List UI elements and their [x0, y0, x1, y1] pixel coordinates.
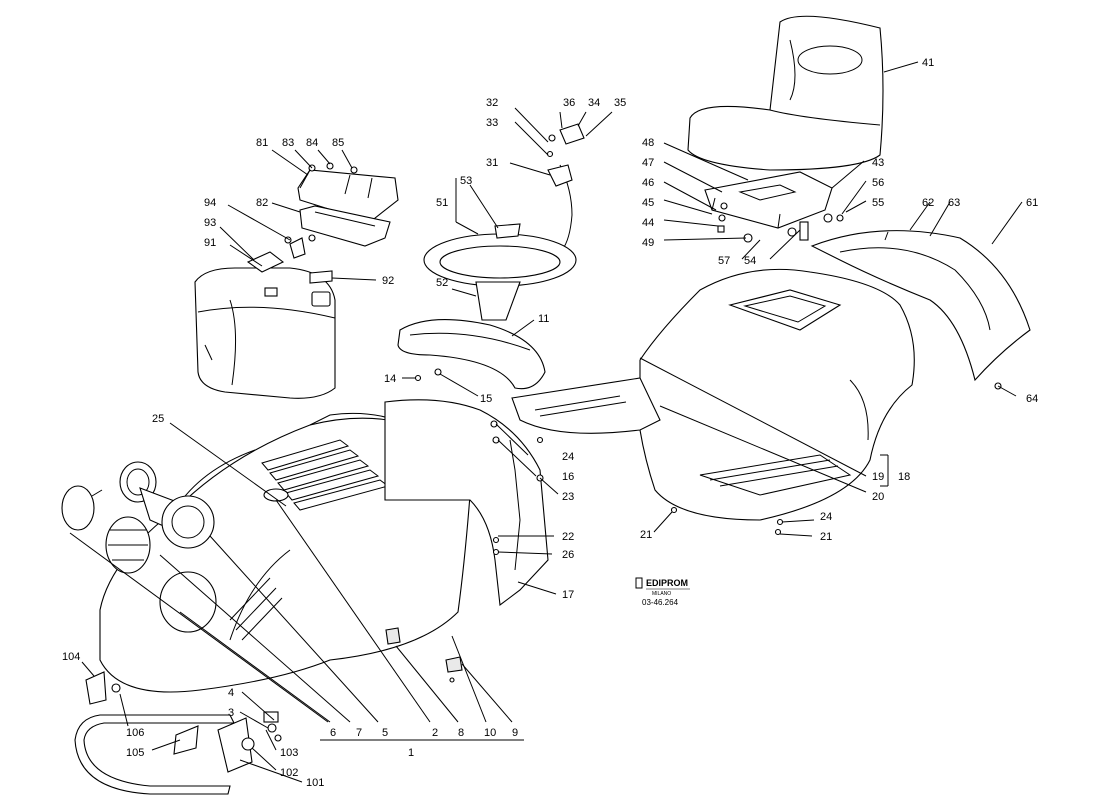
label-61: 61	[1026, 197, 1038, 209]
label-56: 56	[872, 177, 884, 189]
label-23: 23	[562, 491, 574, 503]
label-17: 17	[562, 589, 574, 601]
label-35: 35	[614, 97, 626, 109]
seat-hardware	[717, 202, 844, 243]
label-104: 104	[62, 651, 80, 663]
label-10: 10	[484, 727, 496, 739]
label-5: 5	[382, 727, 388, 739]
label-3: 3	[228, 707, 234, 719]
stamp-brand: EDIPROM	[646, 578, 688, 588]
label-32: 32	[486, 97, 498, 109]
label-106: 106	[126, 727, 144, 739]
label-55: 55	[872, 197, 884, 209]
stamp-sub: MILANO	[652, 591, 671, 597]
steering-column	[546, 123, 585, 251]
label-105: 105	[126, 747, 144, 759]
label-83: 83	[282, 137, 294, 149]
fuel-tank	[194, 267, 336, 399]
part-labels: 41 32 36 34 35 33 31 81 83 84 85 82 94 9…	[62, 57, 1038, 789]
label-93: 93	[204, 217, 216, 229]
leader-lines	[69, 61, 1023, 783]
steering-wheel	[423, 223, 577, 321]
label-92: 92	[382, 275, 394, 287]
label-11: 11	[538, 313, 549, 325]
headlight-center	[105, 516, 151, 574]
label-25: 25	[152, 413, 164, 425]
label-14: 14	[384, 373, 396, 385]
label-82: 82	[256, 197, 268, 209]
label-52: 52	[436, 277, 448, 289]
label-51: 51	[436, 197, 448, 209]
label-41: 41	[922, 57, 934, 69]
label-47: 47	[642, 157, 654, 169]
label-57: 57	[718, 255, 730, 267]
publisher-stamp: EDIPROM MILANO 03-46.264	[635, 577, 690, 607]
label-45: 45	[642, 197, 654, 209]
rear-fender	[810, 230, 1031, 382]
label-54: 54	[744, 255, 756, 267]
label-94: 94	[204, 197, 216, 209]
label-48: 48	[642, 137, 654, 149]
label-46: 46	[642, 177, 654, 189]
label-19: 19	[872, 471, 884, 483]
label-1: 1	[408, 747, 414, 759]
label-31: 31	[486, 157, 498, 169]
headlight-left	[61, 485, 103, 531]
label-34: 34	[588, 97, 600, 109]
dashboard-panel	[297, 169, 399, 247]
label-81: 81	[256, 137, 268, 149]
label-33: 33	[486, 117, 498, 129]
headlight-duct	[139, 487, 215, 549]
label-103: 103	[280, 747, 298, 759]
label-102: 102	[280, 767, 298, 779]
label-62: 62	[922, 197, 934, 209]
stamp-code: 03-46.264	[642, 598, 679, 607]
footboard	[511, 377, 661, 434]
label-21b: 21	[820, 531, 832, 543]
bracket-93	[246, 237, 306, 273]
side-panel	[384, 399, 549, 607]
label-4: 4	[228, 687, 234, 699]
label-15: 15	[480, 393, 492, 405]
label-43: 43	[872, 157, 884, 169]
label-36: 36	[563, 97, 575, 109]
label-8: 8	[458, 727, 464, 739]
seat	[687, 15, 884, 171]
label-16: 16	[562, 471, 574, 483]
label-101: 101	[306, 777, 324, 789]
label-6: 6	[330, 727, 336, 739]
front-bumper	[74, 671, 282, 795]
hood-grille	[261, 439, 390, 511]
label-85: 85	[332, 137, 344, 149]
label-18: 18	[898, 471, 910, 483]
label-24b: 24	[820, 511, 832, 523]
label-26: 26	[562, 549, 574, 561]
label-21a: 21	[640, 529, 652, 541]
hood-cap	[263, 488, 289, 502]
label-9: 9	[512, 727, 518, 739]
label-2: 2	[432, 727, 438, 739]
label-20: 20	[872, 491, 884, 503]
label-22: 22	[562, 531, 574, 543]
label-63: 63	[948, 197, 960, 209]
label-7: 7	[356, 727, 362, 739]
label-91: 91	[204, 237, 216, 249]
tank-cap	[309, 270, 333, 284]
headlight-opening	[159, 571, 217, 633]
label-44: 44	[642, 217, 654, 229]
label-49: 49	[642, 237, 654, 249]
main-body	[639, 268, 915, 521]
steering-cover	[397, 319, 546, 390]
label-24a: 24	[562, 451, 574, 463]
label-53: 53	[460, 175, 472, 187]
label-64: 64	[1026, 393, 1038, 405]
label-84: 84	[306, 137, 318, 149]
